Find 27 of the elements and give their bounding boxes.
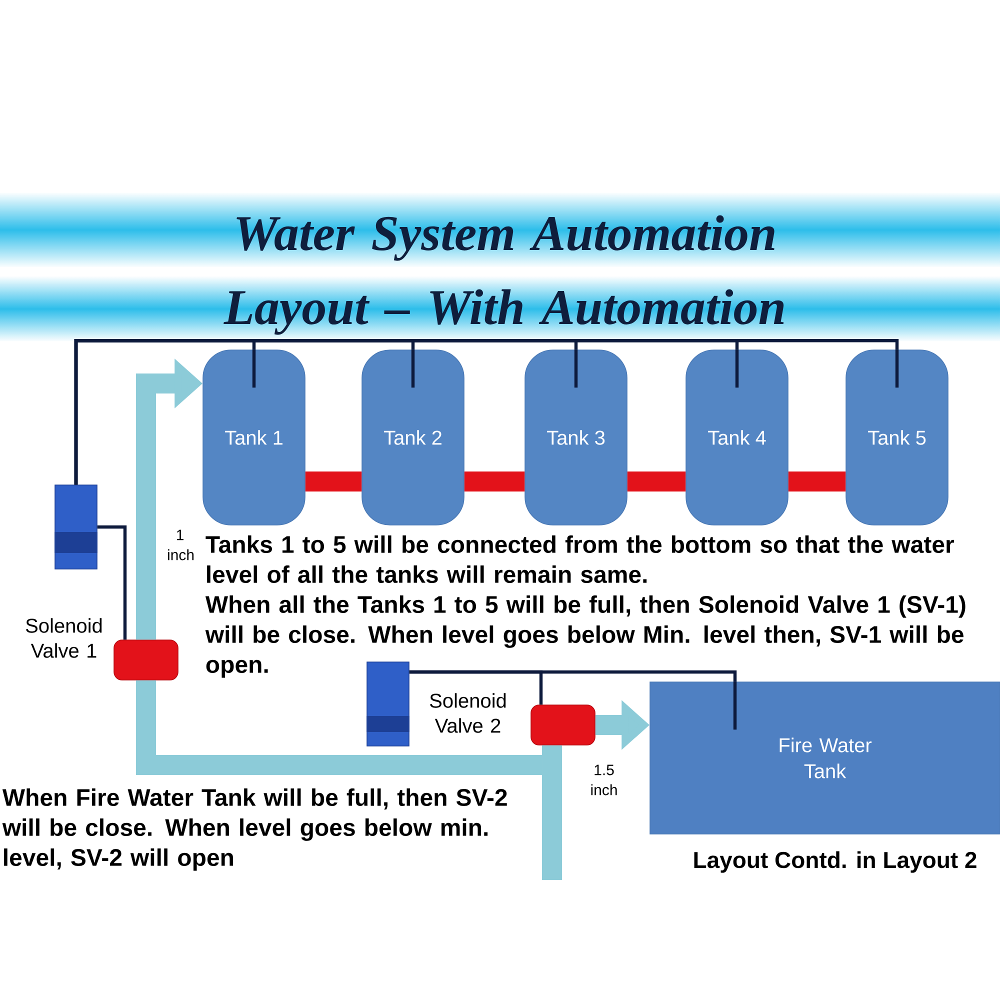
water-tank: Tank 3 <box>524 350 628 526</box>
control-box <box>54 484 98 570</box>
pipe <box>627 472 686 492</box>
water-tank: Tank 5 <box>846 350 948 526</box>
wire <box>409 670 737 682</box>
pipe-size-label: 1.5 inch <box>591 764 617 796</box>
pipe <box>136 680 542 775</box>
water-tank: Fire Water Tank <box>650 682 1000 834</box>
control-box <box>366 662 410 746</box>
water-tank: Tank 2 <box>362 350 464 526</box>
pipe <box>542 765 562 880</box>
note-text: When Fire Water Tank will be full, then SV-2 will be close. When level goes below min. level, SV-2 will open <box>2 788 507 871</box>
pipe <box>464 472 525 492</box>
pipe <box>788 472 846 492</box>
pipe-size-label: 1 inch <box>168 530 194 560</box>
water-tank: Tank 1 <box>202 350 306 526</box>
valve-label: Solenoid Valve 2 <box>430 693 506 733</box>
note-text: Layout Contd. in Layout 2 <box>694 851 976 873</box>
wire <box>74 339 899 485</box>
wire <box>97 525 127 640</box>
title: Water System Automation Layout – With Automation <box>224 215 784 335</box>
pipe <box>305 472 362 492</box>
pipe <box>542 745 562 765</box>
water-tank: Tank 4 <box>686 350 788 526</box>
note-text: When all the Tanks 1 to 5 will be full, then Solenoid Valve 1 (SV-1) will be close. When level goes below Min. level then, SV-1 will be open. <box>205 595 966 678</box>
valve-label: Solenoid Valve 1 <box>26 618 102 658</box>
note-text: Tanks 1 to 5 will be connected from the bottom so that the water level of all the tanks will remain same. <box>206 535 954 584</box>
